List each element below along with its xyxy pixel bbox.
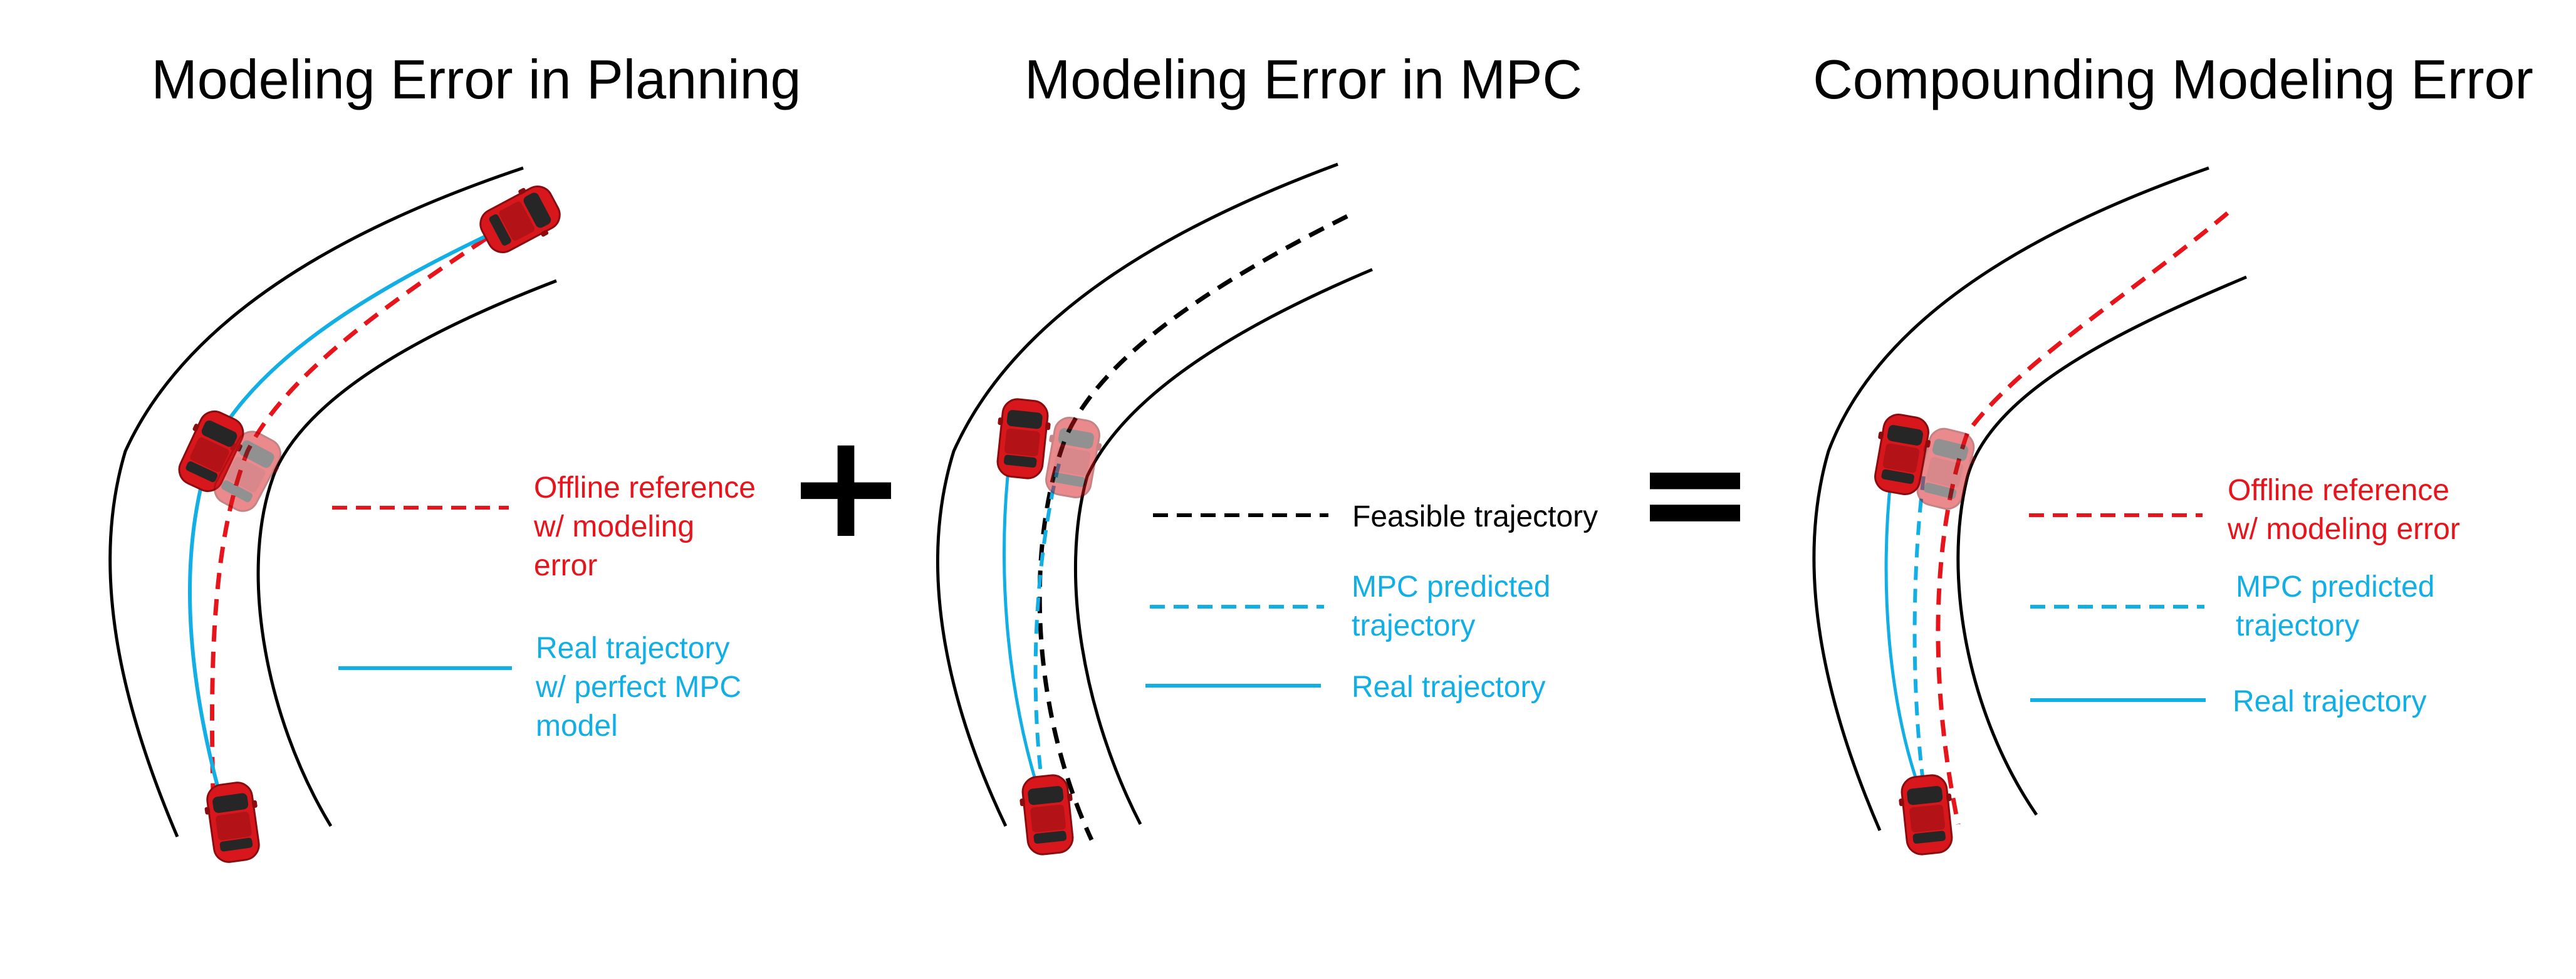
mpc-predicted-trajectory	[1033, 463, 1061, 815]
equals-operator: =	[1635, 409, 1756, 577]
road-boundary-left	[936, 162, 1338, 827]
car-start	[1895, 772, 1958, 857]
legend-label-mpc-predicted: MPC predicted trajectory	[1352, 570, 1559, 642]
legend-label-offline-reference: Offline reference w/ modeling error	[2227, 474, 2460, 546]
panel-planning	[108, 166, 568, 866]
legend-mpc: Feasible trajectory MPC predicted trajec…	[1145, 500, 1598, 704]
legend-label-mpc-predicted: MPC predicted trajectory	[2236, 570, 2443, 642]
real-trajectory	[1003, 438, 1048, 815]
offline-reference-trajectory	[1936, 211, 2229, 825]
road	[936, 162, 1373, 827]
feasible-trajectory	[1037, 214, 1348, 841]
panel-mpc	[936, 162, 1373, 857]
car-end	[472, 177, 568, 262]
car-real-mid	[991, 396, 1054, 481]
legend-label-real-trajectory: Real trajectory w/ perfect MPC model	[535, 632, 749, 743]
plus-operator: +	[786, 403, 907, 570]
legend-planning: Offline reference w/ modeling error Real…	[332, 471, 764, 743]
panel-title-compounding: Compounding Modeling Error	[1813, 48, 2533, 110]
legend-label-real-trajectory: Real trajectory	[2233, 685, 2426, 718]
road-boundary-right	[1073, 268, 1373, 825]
legend-label-offline-reference: Offline reference w/ modeling error	[533, 471, 764, 582]
road-boundary-right	[256, 279, 557, 827]
road-boundary-left	[1812, 166, 2209, 831]
panel-compounding	[1812, 166, 2247, 857]
road	[108, 166, 557, 837]
road-boundary-left	[108, 166, 524, 837]
legend-label-real-trajectory: Real trajectory	[1352, 671, 1545, 704]
road-boundary-right	[1956, 275, 2247, 816]
panel-title-mpc: Modeling Error in MPC	[1025, 48, 1582, 110]
road	[1812, 166, 2247, 831]
real-trajectory	[1884, 476, 1929, 809]
legend-compounding: Offline reference w/ modeling error MPC …	[2029, 474, 2460, 718]
panel-title-planning: Modeling Error in Planning	[151, 48, 801, 110]
legend-label-feasible-trajectory: Feasible trajectory	[1352, 500, 1598, 533]
mpc-predicted-trajectory	[1912, 476, 1929, 809]
car-start	[201, 779, 266, 866]
